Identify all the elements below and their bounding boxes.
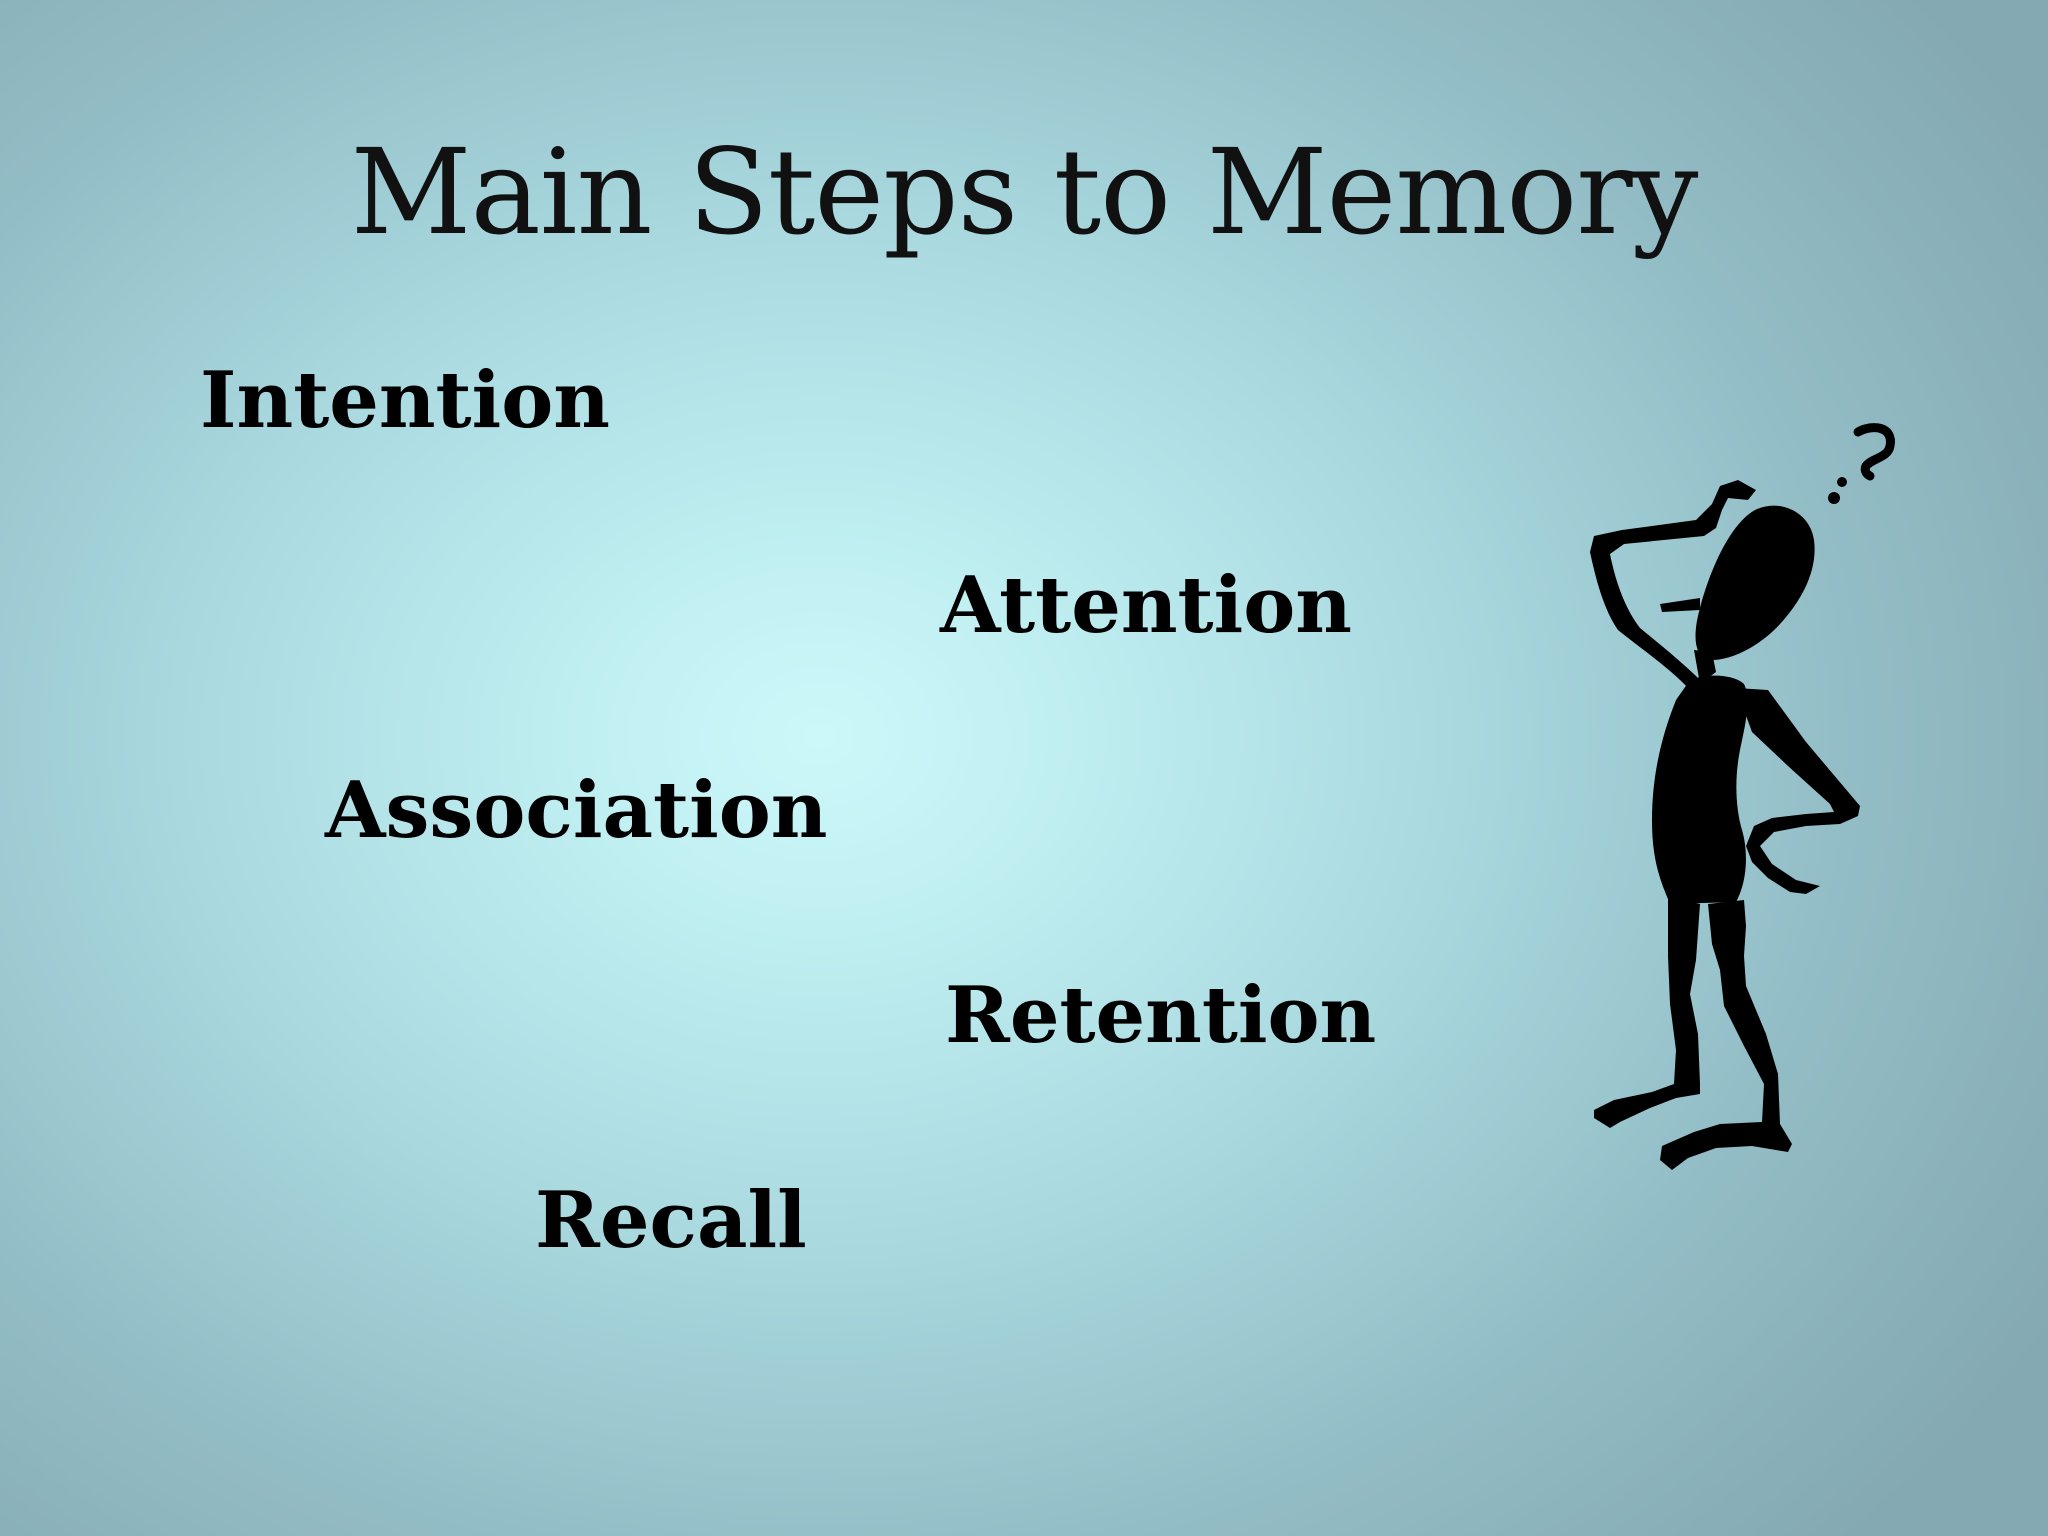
figure-torso [1652,675,1748,904]
slide-title: Main Steps to Memory [350,123,1699,261]
figure-right-leg [1660,900,1792,1170]
question-mark-icon [1828,423,1895,504]
figure-left-leg [1594,896,1700,1128]
step-attention: Attention [940,560,1352,651]
step-association: Association [325,765,828,856]
step-recall: Recall [535,1175,807,1266]
figure-head [1695,505,1815,660]
step-retention: Retention [945,970,1377,1061]
step-intention: Intention [200,355,610,446]
figure-raised-arm [1590,480,1756,690]
figure-hip-arm [1736,688,1860,894]
thinking-stick-figure-icon [1590,423,1895,1170]
